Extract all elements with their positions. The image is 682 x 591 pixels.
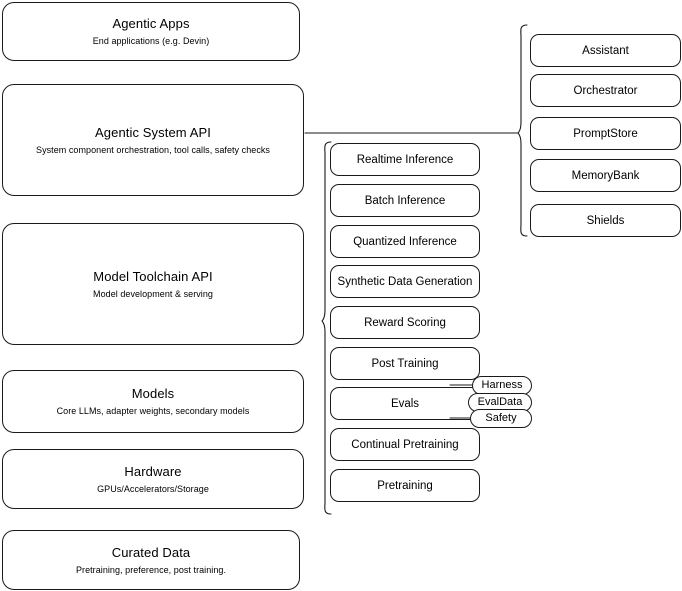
system-item-orchestrator[interactable]: Orchestrator (530, 74, 681, 107)
item-label: Batch Inference (364, 194, 446, 207)
toolchain-item-pretraining[interactable]: Pretraining (330, 469, 480, 502)
item-label: Post Training (371, 357, 439, 370)
layer-subtitle: Pretraining, preference, post training. (75, 564, 227, 575)
toolchain-item-batch-inference[interactable]: Batch Inference (330, 184, 480, 217)
item-label: Pretraining (377, 479, 433, 492)
pill-label: EvalData (477, 396, 523, 408)
layer-title: Models (131, 386, 175, 401)
layer-box-agentic-system-api[interactable]: Agentic System API System component orch… (2, 84, 304, 196)
evals-pill-evaldata[interactable]: EvalData (468, 393, 532, 412)
item-label: Synthetic Data Generation (337, 275, 473, 288)
layer-subtitle: End applications (e.g. Devin) (92, 36, 210, 46)
item-label: Quantized Inference (353, 235, 457, 248)
item-label: Shields (586, 214, 625, 227)
item-label: PromptStore (573, 127, 638, 140)
layer-box-agentic-apps[interactable]: Agentic Apps End applications (e.g. Devi… (2, 2, 300, 61)
layer-title: Agentic Apps (112, 16, 190, 31)
layer-title: Hardware (124, 463, 182, 479)
toolchain-item-evals[interactable]: Evals (330, 387, 480, 420)
item-label: Continual Pretraining (351, 438, 459, 451)
toolchain-item-realtime-inference[interactable]: Realtime Inference (330, 143, 480, 176)
toolchain-item-continual-pretraining[interactable]: Continual Pretraining (330, 428, 480, 461)
layer-subtitle: Core LLMs, adapter weights, secondary mo… (56, 406, 250, 416)
item-label: Evals (390, 397, 420, 410)
item-label: Assistant (582, 44, 629, 57)
toolchain-item-synthetic-data-generation[interactable]: Synthetic Data Generation (330, 265, 480, 298)
layer-subtitle: System component orchestration, tool cal… (36, 144, 270, 155)
system-item-memorybank[interactable]: MemoryBank (530, 159, 681, 192)
layer-title: Model Toolchain API (93, 268, 213, 284)
system-item-shields[interactable]: Shields (530, 204, 681, 237)
layer-subtitle: GPUs/Accelerators/Storage (97, 483, 209, 494)
layer-box-models[interactable]: Models Core LLMs, adapter weights, secon… (2, 370, 304, 433)
layer-subtitle: Model development & serving (93, 288, 213, 299)
layer-title: Curated Data (111, 544, 191, 560)
layer-box-model-toolchain-api[interactable]: Model Toolchain API Model development & … (2, 223, 304, 345)
evals-pill-safety[interactable]: Safety (470, 409, 532, 428)
layer-box-hardware[interactable]: Hardware GPUs/Accelerators/Storage (2, 449, 304, 509)
layer-title: Agentic System API (95, 124, 211, 140)
layer-box-curated-data[interactable]: Curated Data Pretraining, preference, po… (2, 530, 300, 590)
system-item-assistant[interactable]: Assistant (530, 34, 681, 67)
pill-label: Safety (485, 412, 517, 424)
toolchain-item-post-training[interactable]: Post Training (330, 347, 480, 380)
toolchain-item-reward-scoring[interactable]: Reward Scoring (330, 306, 480, 339)
item-label: MemoryBank (571, 169, 640, 182)
item-label: Orchestrator (573, 84, 638, 97)
system-item-promptstore[interactable]: PromptStore (530, 117, 681, 150)
item-label: Realtime Inference (356, 153, 454, 166)
pill-label: Harness (481, 379, 523, 391)
item-label: Reward Scoring (364, 316, 446, 329)
curly-brace-system-items (517, 24, 528, 237)
toolchain-item-quantized-inference[interactable]: Quantized Inference (330, 225, 480, 258)
